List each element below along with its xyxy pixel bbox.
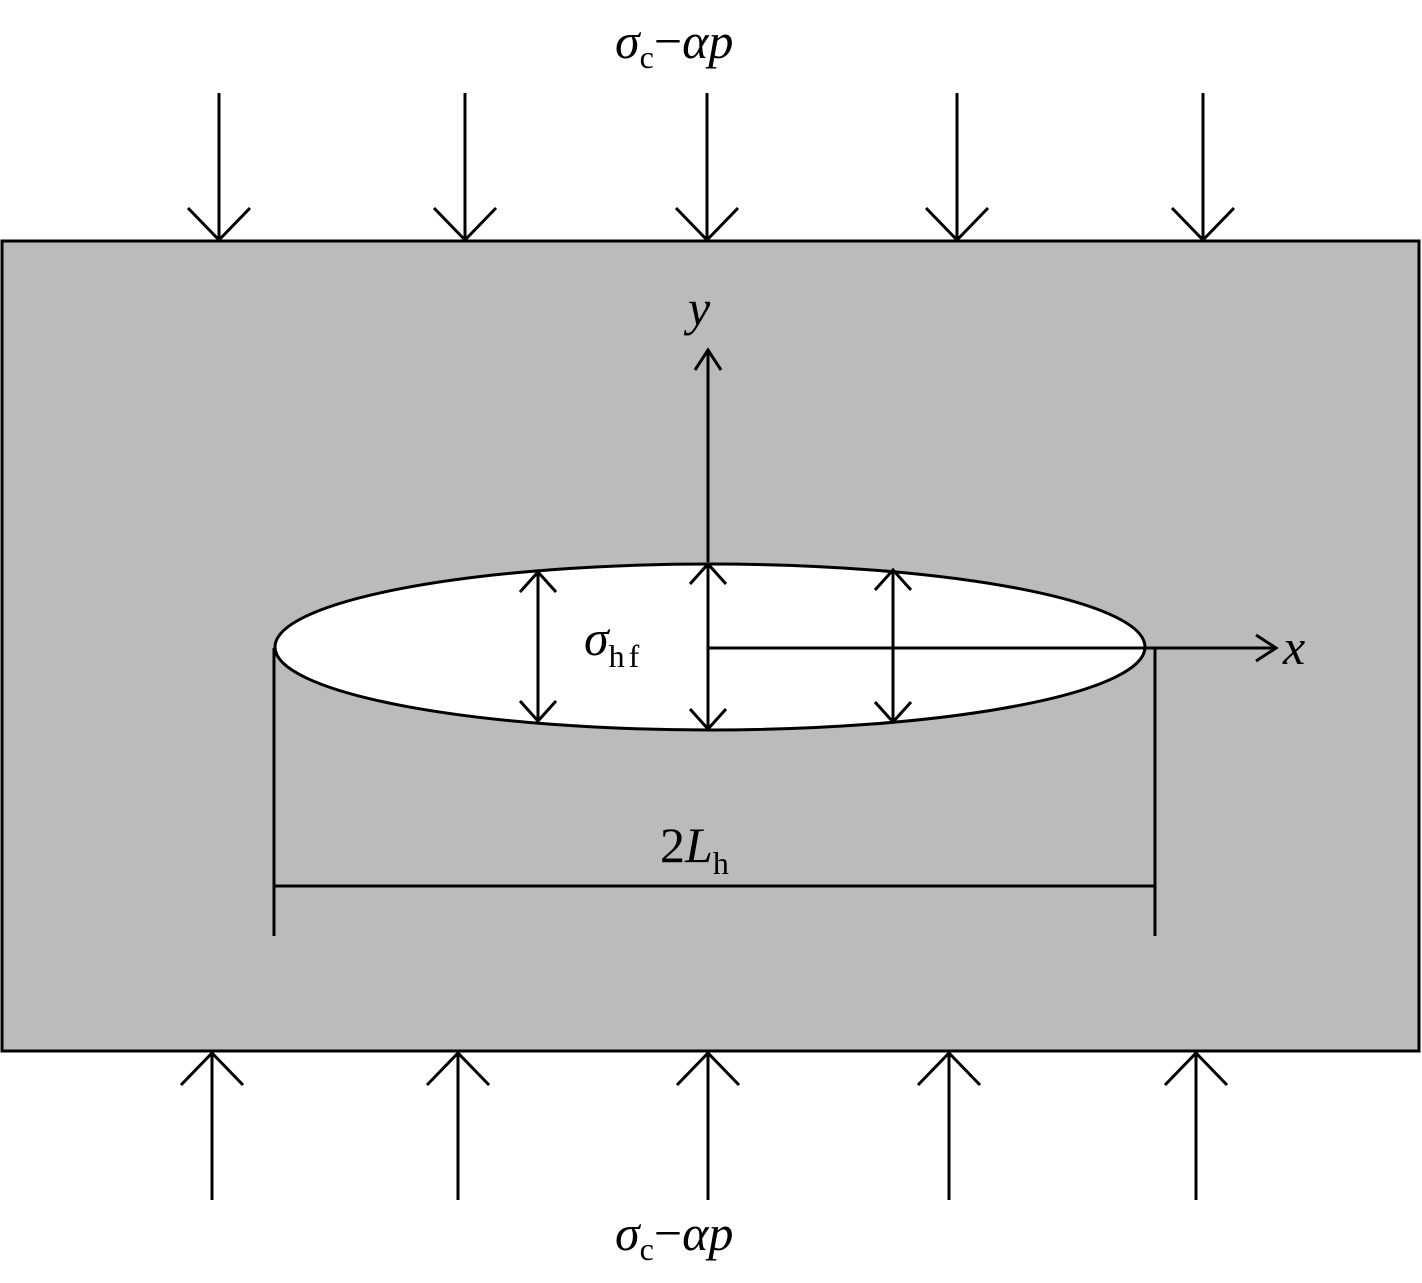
top-load-label: σc−αp — [615, 13, 733, 75]
bottom-load-arrow — [179, 1050, 245, 1200]
top-load-arrow — [924, 93, 990, 243]
pressure-double-arrow — [688, 561, 728, 732]
bottom-load-arrow — [1163, 1050, 1229, 1200]
x-axis — [708, 633, 1279, 663]
fracture-length-label: 2Lh — [660, 817, 729, 881]
y-axis-label: y — [683, 280, 711, 336]
x-axis-label: x — [1282, 619, 1305, 675]
fracture-pressure-label: σhf — [584, 610, 643, 674]
top-load-arrow — [1170, 93, 1236, 243]
bottom-load-arrow — [425, 1050, 491, 1200]
pressure-double-arrow — [518, 569, 558, 724]
pressure-arrows — [518, 561, 913, 732]
bottom-load-arrows — [179, 1050, 1229, 1200]
bottom-load-arrow — [916, 1050, 982, 1200]
y-axis — [693, 347, 723, 562]
top-load-arrow — [674, 93, 740, 243]
top-load-arrows — [186, 93, 1236, 243]
pressure-double-arrow — [873, 567, 913, 725]
top-load-arrow — [432, 93, 498, 243]
length-dimension — [272, 648, 1157, 936]
top-load-arrow — [186, 93, 252, 243]
bottom-load-arrow — [675, 1050, 741, 1200]
bottom-load-label: σc−αp — [615, 1205, 733, 1267]
